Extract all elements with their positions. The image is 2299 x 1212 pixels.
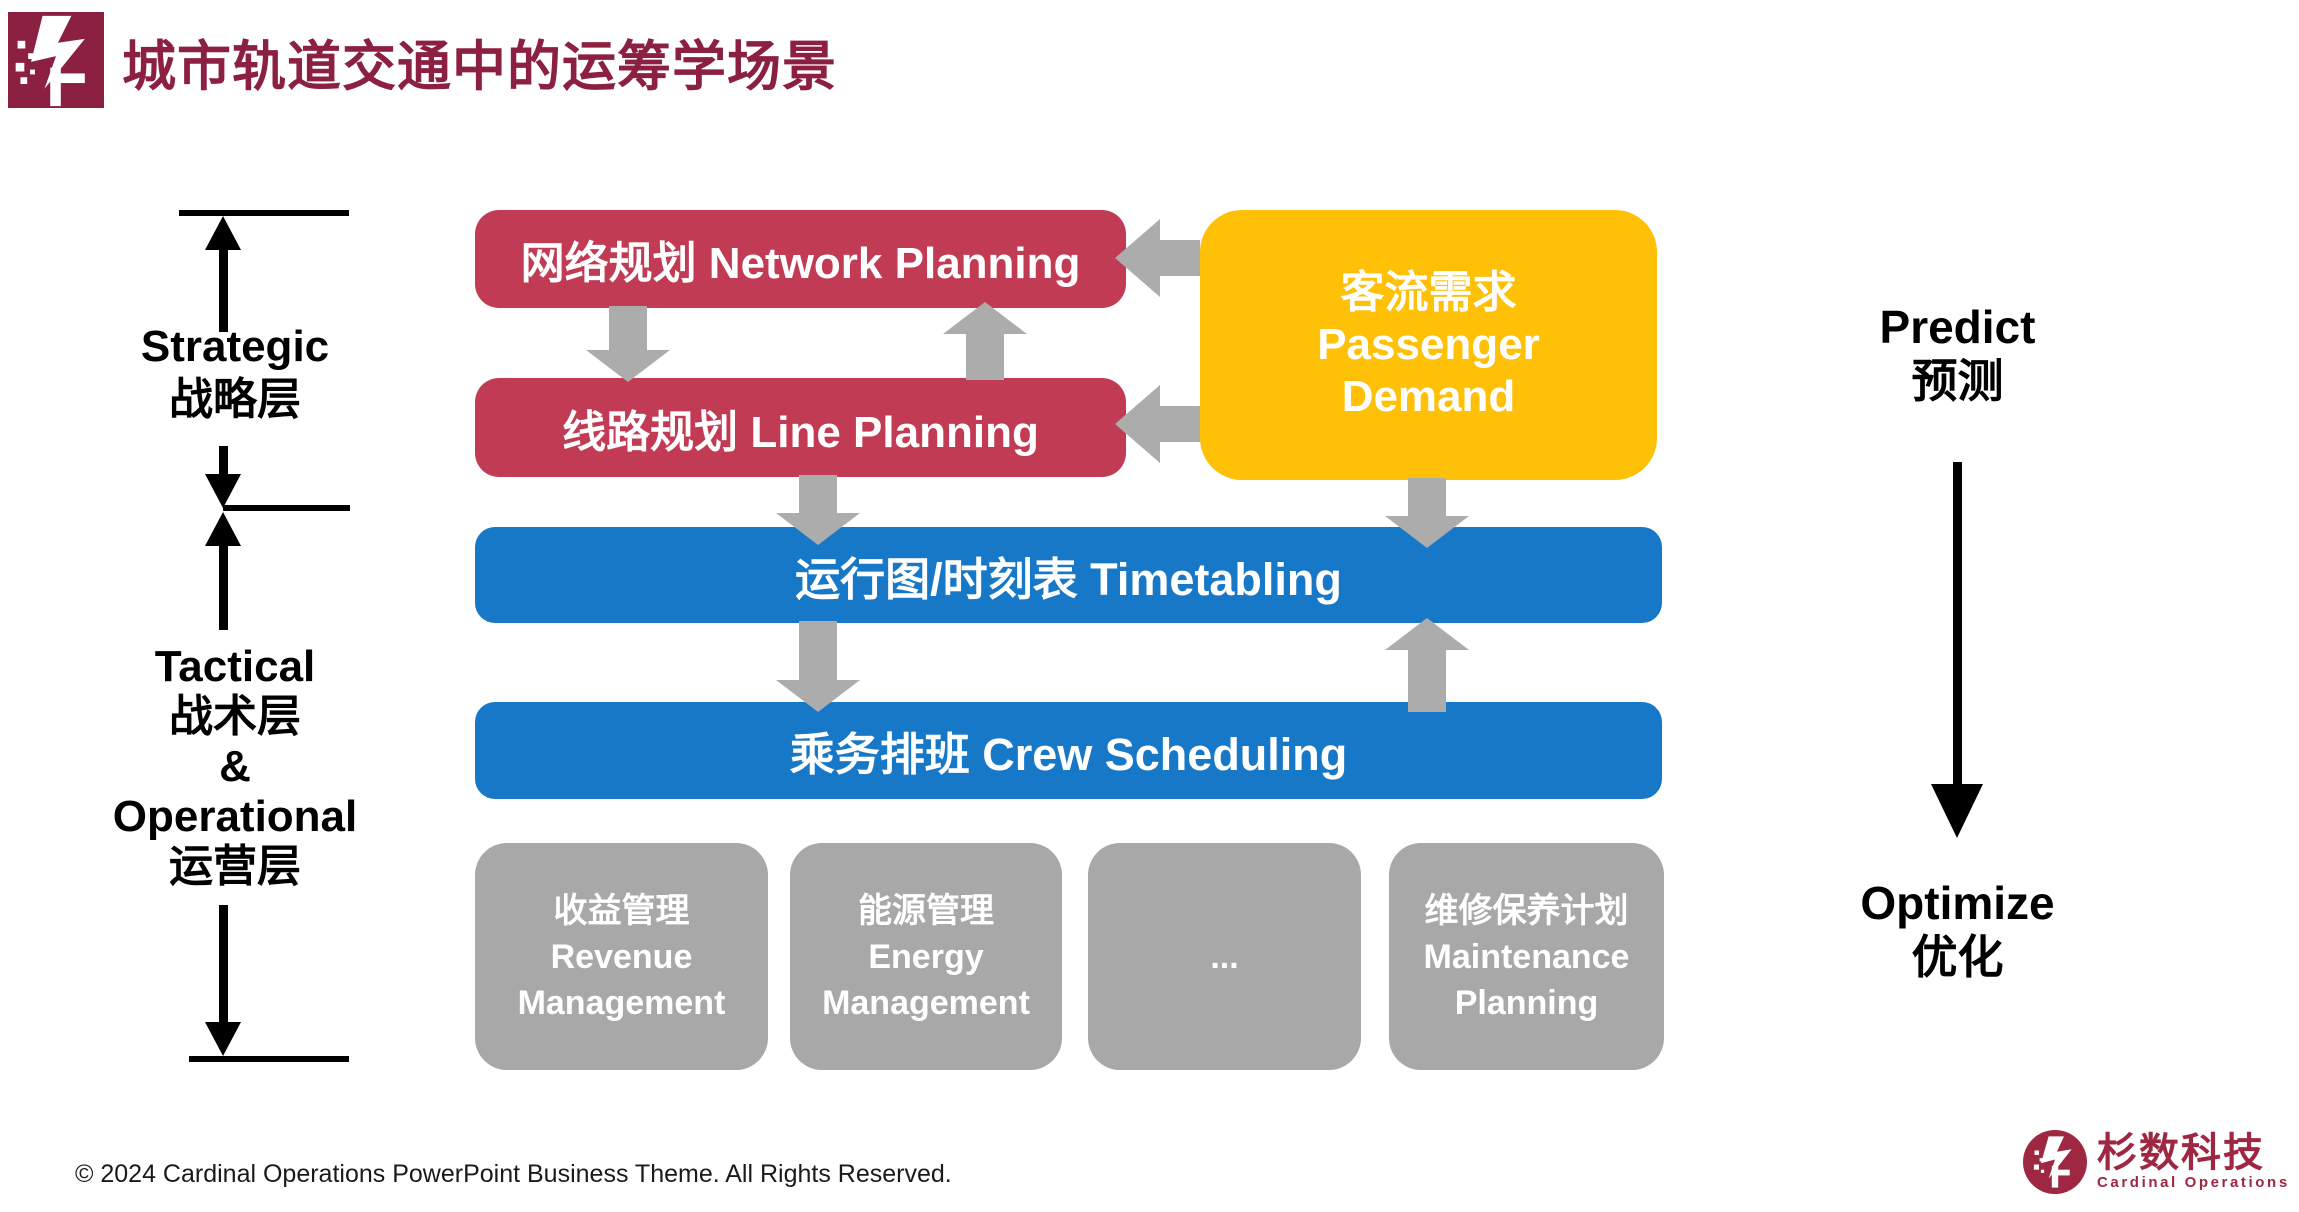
strategic-top-line (179, 210, 349, 216)
more-scenarios-box: ... (1088, 843, 1361, 1070)
arrow-down-icon (1385, 478, 1469, 548)
operational-bottom-line (189, 1056, 349, 1062)
brand-logo (8, 12, 104, 108)
copyright-text: © 2024 Cardinal Operations PowerPoint Bu… (75, 1160, 952, 1188)
arrow-up-icon (205, 512, 241, 630)
revenue-management-box: 收益管理 Revenue Management (475, 843, 768, 1070)
company-name-cn: 杉数科技 (2097, 1131, 2265, 1175)
predict-label: Predict 预测 (1879, 301, 2036, 407)
arrow-up-icon (1385, 618, 1469, 712)
energy-management-box: 能源管理 Energy Management (790, 843, 1062, 1070)
optimize-label: Optimize 优化 (1860, 877, 2055, 983)
arrow-up-icon (205, 216, 241, 332)
strategic-layer-label: Strategic 战略层 (140, 322, 330, 424)
arrow-down-icon (586, 306, 670, 382)
arrow-left-icon (1115, 219, 1200, 297)
timetabling-box: 运行图/时刻表 Timetabling (475, 527, 1662, 623)
arrow-down-icon (776, 475, 860, 545)
tree-bolt-icon (8, 12, 104, 108)
arrow-down-icon (205, 905, 241, 1056)
tactical-operational-layer-label: Tactical 战术层 & Operational 运营层 (112, 642, 358, 891)
network-planning-box: 网络规划 Network Planning (475, 210, 1126, 308)
arrow-down-icon (205, 446, 241, 508)
arrow-down-icon (1931, 462, 1983, 838)
tree-circle-icon (2023, 1130, 2087, 1194)
arrow-up-icon (943, 302, 1027, 380)
company-name-en: Cardinal Operations (2097, 1174, 2290, 1191)
maintenance-planning-box: 维修保养计划 Maintenance Planning (1389, 843, 1664, 1070)
passenger-demand-box: 客流需求 Passenger Demand (1200, 210, 1657, 480)
arrow-down-icon (776, 621, 860, 712)
crew-scheduling-box: 乘务排班 Crew Scheduling (475, 702, 1662, 799)
line-planning-box: 线路规划 Line Planning (475, 378, 1126, 477)
page-title: 城市轨道交通中的运筹学场景 (122, 37, 837, 97)
arrow-left-icon (1115, 385, 1200, 463)
footer-logo: 杉数科技 Cardinal Operations (2023, 1130, 2290, 1194)
layer-divider-line (223, 505, 350, 511)
